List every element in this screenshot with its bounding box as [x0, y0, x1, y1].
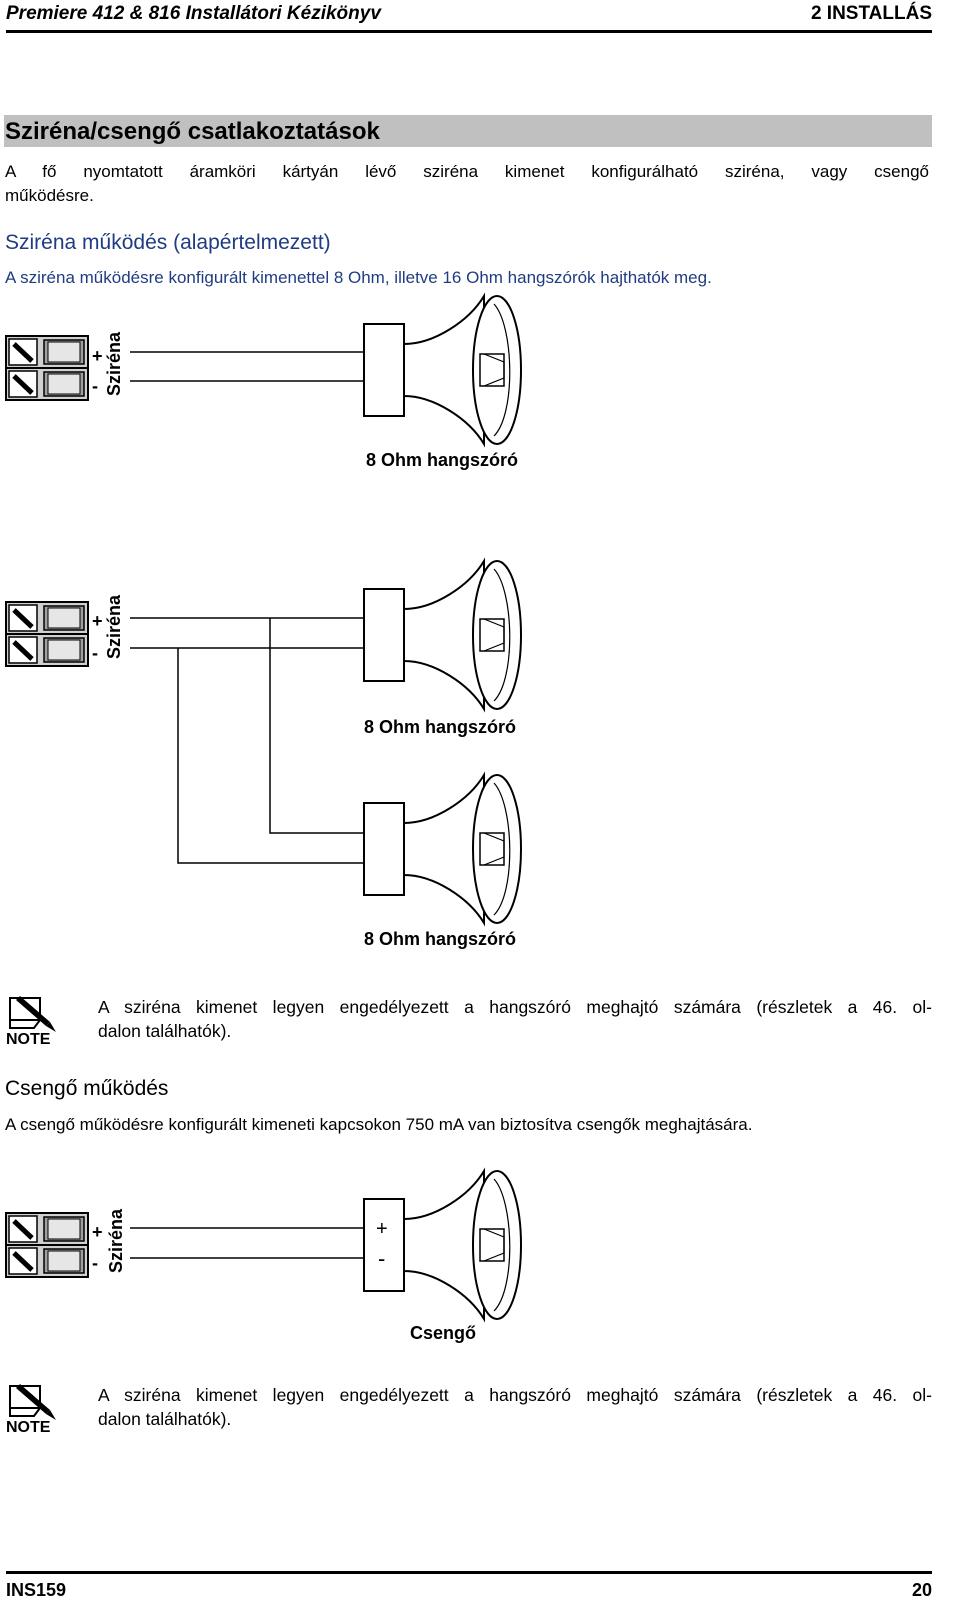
page-number: 20 [911, 1580, 932, 1600]
bell-plus-label: + [376, 1218, 388, 1240]
note-icon: NOTE [6, 1384, 56, 1436]
note-icon-label: NOTE [6, 1419, 51, 1436]
speaker-8ohm-2-icon [363, 774, 522, 924]
siren-heading: Sziréna működés (alapértelmezett) [5, 231, 331, 254]
note-2: A sziréna kimenet legyen engedélyezett a… [98, 1383, 932, 1431]
intro-line-2: működésre. [5, 186, 94, 205]
section-title-bar: Sziréna/csengő csatlakoztatások [4, 115, 932, 147]
wire-parallel-plus [269, 618, 364, 834]
section-title: Sziréna/csengő csatlakoztatások [5, 118, 380, 145]
speaker-label-1: 8 Ohm hangszóró [364, 717, 516, 737]
terminal-siren-label: Sziréna [104, 331, 124, 396]
page-footer: INS159 20 [6, 1571, 932, 1614]
manual-title: Premiere 412 & 816 Installátori Kéziköny… [6, 3, 381, 24]
siren-terminal-block [6, 602, 88, 666]
terminal-siren-label: Sziréna [106, 1208, 126, 1273]
note-1: A sziréna kimenet legyen engedélyezett a… [98, 995, 932, 1043]
terminal-plus-label: + [92, 611, 103, 631]
terminal-plus-label: + [92, 1222, 103, 1242]
wire-parallel-minus [177, 648, 364, 864]
terminal-minus-label: - [92, 376, 98, 396]
bell-icon [363, 1170, 522, 1320]
speaker-label-2: 8 Ohm hangszóró [364, 929, 516, 949]
terminal-minus-label: - [92, 1253, 98, 1273]
siren-terminal-block [6, 1213, 88, 1277]
note-icon-label: NOTE [6, 1031, 51, 1048]
siren-diagram-single: + - Sziréna 8 Ohm hangszóró [0, 295, 522, 470]
terminal-minus-label: - [92, 643, 98, 663]
note-1-line-2: dalon találhatók). [98, 1021, 232, 1041]
speaker-8ohm-icon [363, 295, 522, 445]
intro-line-1: A fő nyomtatott áramköri kártyán lévő sz… [5, 162, 929, 181]
bell-label: Csengő [410, 1323, 476, 1343]
bell-heading: Csengő működés [5, 1077, 169, 1100]
page-header: Premiere 412 & 816 Installátori Kéziköny… [6, 0, 932, 33]
note-icon: NOTE [6, 996, 56, 1048]
chapter-title: 2 INSTALLÁS [810, 3, 932, 24]
bell-text: A csengő működésre konfigurált kimeneti … [5, 1115, 753, 1134]
note-2-line-1: A sziréna kimenet legyen engedélyezett a… [98, 1385, 932, 1405]
siren-text: A sziréna működésre konfigurált kimenett… [5, 268, 712, 287]
note-2-line-2: dalon találhatók). [98, 1409, 232, 1429]
terminal-plus-label: + [92, 346, 103, 366]
note-1-line-1: A sziréna kimenet legyen engedélyezett a… [98, 997, 932, 1017]
bell-diagram: + - Sziréna + - Csengő [0, 1170, 522, 1343]
siren-diagram-double: + - Sziréna 8 Ohm hangszóró 8 Ohm hangsz… [0, 560, 522, 949]
bell-minus-label: - [378, 1246, 385, 1271]
terminal-siren-label: Sziréna [104, 594, 124, 659]
speaker-label: 8 Ohm hangszóró [366, 450, 518, 470]
speaker-8ohm-1-icon [363, 560, 522, 710]
document-id: INS159 [6, 1580, 67, 1600]
siren-terminal-block [6, 336, 88, 400]
